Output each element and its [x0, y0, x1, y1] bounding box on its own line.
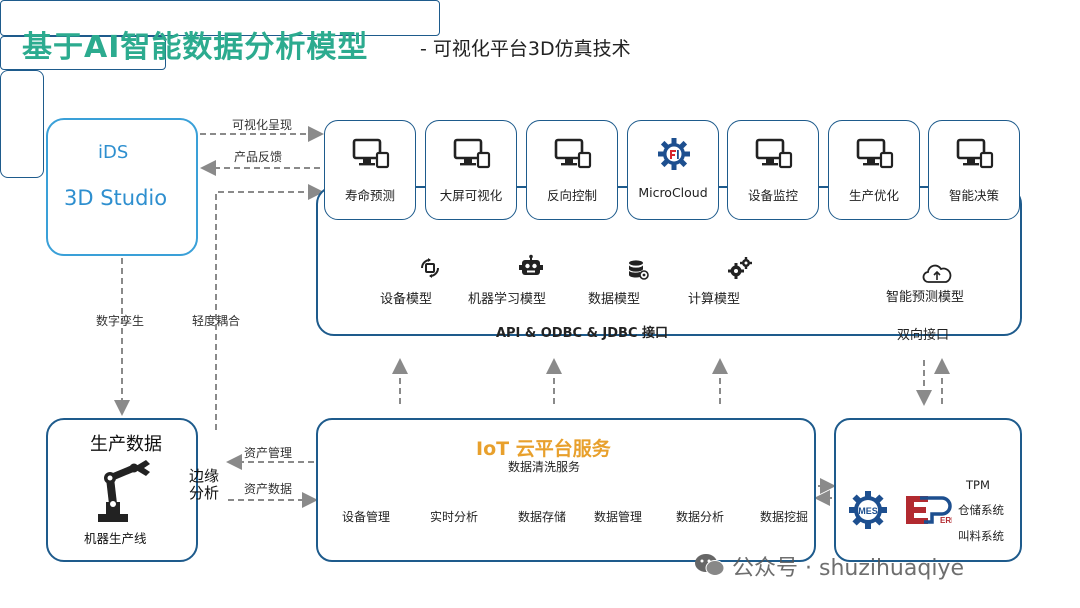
model-label-predict: 智能预测模型 — [886, 286, 964, 305]
monitor-icon — [553, 137, 593, 171]
flow-step-mining: 数据挖掘 — [760, 508, 808, 525]
label-twin: 数字孪生 — [96, 312, 144, 329]
arrow-coupling — [216, 192, 320, 430]
production-title: 生产数据 — [90, 430, 162, 456]
erp-logo-icon: ERP — [902, 492, 952, 528]
edge-analysis-label: 边缘分析 — [182, 468, 226, 502]
app-tile-reverse-control[interactable]: 反向控制 — [526, 120, 618, 220]
app-label: 生产优化 — [829, 185, 919, 204]
model-label-compute: 计算模型 — [688, 288, 740, 307]
flow-step-data-mgmt: 数据管理 — [594, 508, 642, 525]
app-tile-smart-decision[interactable]: 智能决策 — [928, 120, 1020, 220]
app-tile-big-screen[interactable]: 大屏可视化 — [425, 120, 517, 220]
app-tile-life-prediction[interactable]: 寿命预测 — [324, 120, 416, 220]
studio-label: 3D Studio — [64, 186, 167, 210]
wechat-icon — [694, 552, 726, 578]
flow-step-device-mgmt: 设备管理 — [342, 508, 390, 525]
app-label: 设备监控 — [728, 185, 818, 204]
production-line-label: 机器生产线 — [84, 528, 147, 547]
mes-text: MES — [858, 506, 878, 516]
monitor-icon — [955, 137, 995, 171]
model-label-ml: 机器学习模型 — [468, 288, 546, 307]
flow-step-analysis: 数据分析 — [676, 508, 724, 525]
label-asset-data: 资产数据 — [244, 480, 292, 497]
app-label: 反向控制 — [527, 185, 617, 204]
material-label: 叫料系统 — [958, 528, 1004, 544]
model-label-data: 数据模型 — [588, 288, 640, 307]
erp-text: ERP — [940, 516, 952, 525]
tpm-label: TPM — [966, 478, 990, 492]
iot-title: IoT 云平台服务 — [476, 434, 611, 461]
ids-label: iDS — [98, 142, 128, 163]
robot-icon — [518, 254, 544, 280]
device-cycle-icon — [418, 256, 442, 280]
app-label: 智能决策 — [929, 185, 1019, 204]
warehouse-label: 仓储系统 — [958, 502, 1004, 518]
gears-icon — [727, 256, 753, 280]
label-coupling: 轻度耦合 — [192, 312, 240, 329]
app-label: MicroCloud — [628, 185, 718, 200]
bidirectional-interface-label: 双向接口 — [840, 324, 1006, 343]
label-visual: 可视化呈现 — [232, 116, 292, 133]
api-interface-label: API & ODBC & JDBC 接口 — [362, 322, 802, 341]
flow-step-realtime: 实时分析 — [430, 508, 478, 525]
app-tile-microcloud[interactable]: MicroCloud — [627, 120, 719, 220]
database-icon — [626, 258, 650, 282]
data-cleaning-label: 数据清洗服务 — [508, 458, 580, 475]
flow-step-storage: 数据存储 — [518, 508, 566, 525]
model-label-device: 设备模型 — [380, 288, 432, 307]
mes-logo-icon: MES — [848, 490, 888, 530]
robot-arm-icon — [88, 456, 154, 524]
monitor-icon — [351, 137, 391, 171]
cloud-icon — [922, 264, 952, 284]
monitor-icon — [754, 137, 794, 171]
app-label: 大屏可视化 — [426, 185, 516, 204]
monitor-icon — [855, 137, 895, 171]
label-asset-mgmt: 资产管理 — [244, 444, 292, 461]
app-tile-device-monitor[interactable]: 设备监控 — [727, 120, 819, 220]
watermark-text: 公众号 · shuzihuaqiye — [732, 550, 964, 582]
monitor-icon — [452, 137, 492, 171]
label-feedback: 产品反馈 — [234, 148, 282, 165]
app-tile-production-opt[interactable]: 生产优化 — [828, 120, 920, 220]
app-label: 寿命预测 — [325, 185, 415, 204]
gear-logo-icon — [654, 137, 694, 171]
